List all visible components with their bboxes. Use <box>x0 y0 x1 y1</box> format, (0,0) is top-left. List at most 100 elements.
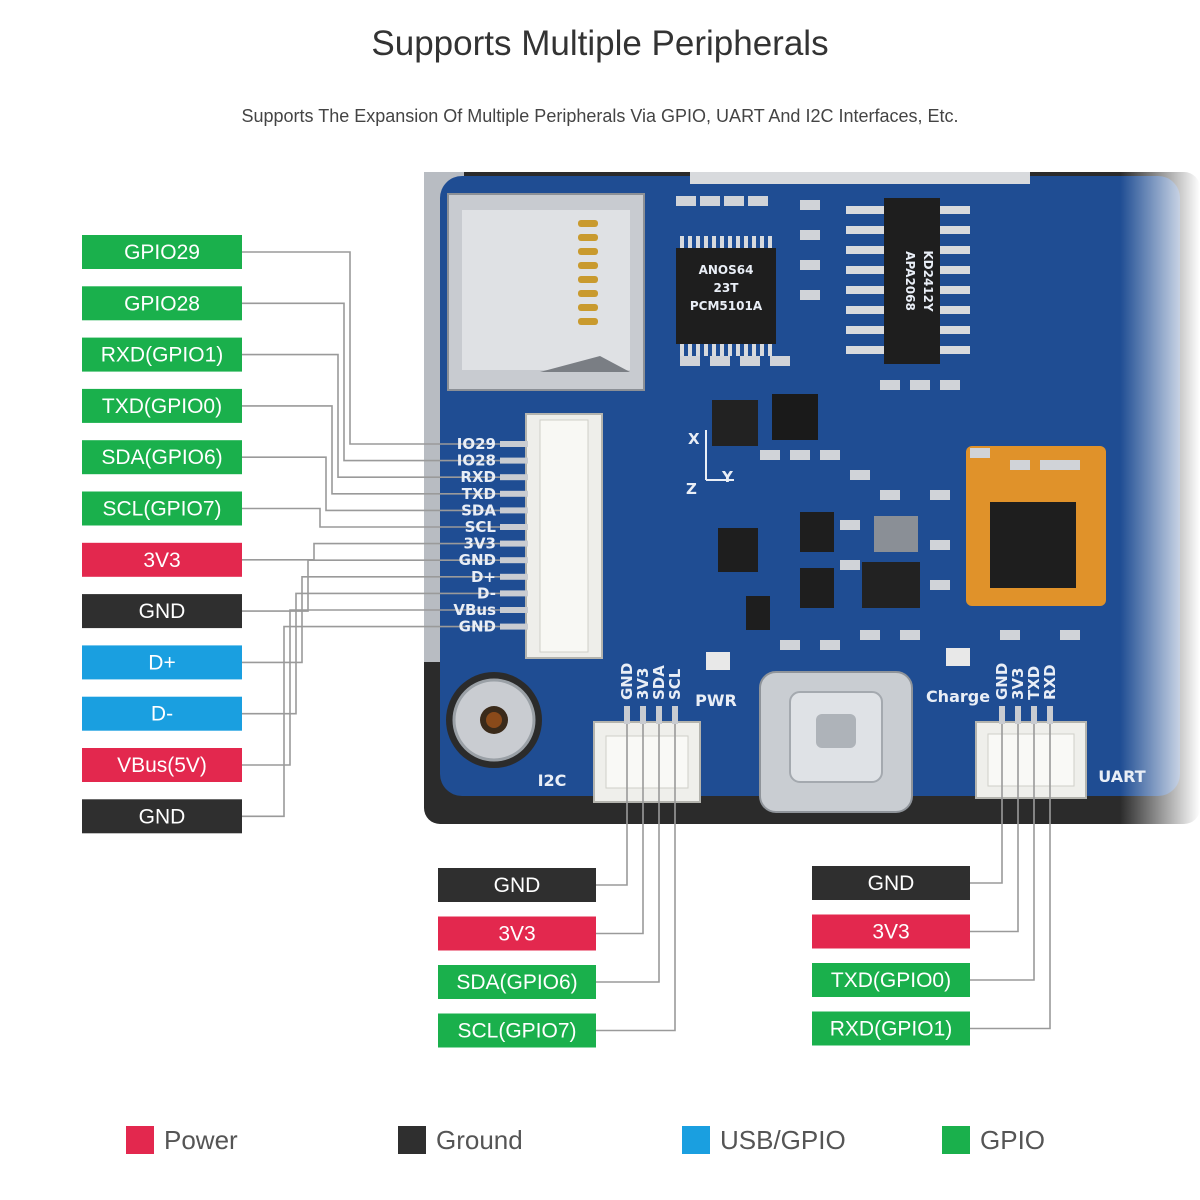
axis-z-label: Z <box>686 480 697 498</box>
charge-label: Charge <box>926 687 990 706</box>
chip-pin <box>940 266 970 274</box>
left-label-12-box <box>82 799 242 834</box>
chip-pin <box>940 246 970 254</box>
i2c-connector <box>593 721 701 803</box>
legend-ground-label: Ground <box>436 1124 523 1155</box>
sot-chip-3 <box>800 568 834 608</box>
chip-pin <box>688 236 692 248</box>
chip-pin <box>712 236 716 248</box>
smd-part <box>700 196 720 206</box>
wire-left-10 <box>242 592 500 715</box>
legend-gpio-label: GPIO <box>980 1124 1046 1155</box>
header-pin-label-8: GND <box>459 551 496 569</box>
pmic-chip <box>862 562 920 608</box>
i2c-label-3: SDA(GPIO6) <box>438 965 596 999</box>
chip-pin <box>846 326 884 334</box>
legend-ground-swatch <box>398 1126 426 1154</box>
chip-pin <box>712 344 716 356</box>
left-label-3: RXD(GPIO1) <box>82 337 242 372</box>
smd-part <box>790 450 810 460</box>
page-title: Supports Multiple Peripherals <box>371 24 829 63</box>
legend-usb-gpio-swatch <box>682 1126 710 1154</box>
chip-pin <box>846 266 884 274</box>
left-label-1-text: GPIO29 <box>124 241 200 264</box>
wire-left-1 <box>242 251 500 445</box>
left-label-4-box <box>82 388 242 423</box>
wire-i2c-1 <box>596 714 628 886</box>
header-pin-6 <box>500 524 528 530</box>
smd-part <box>724 196 744 206</box>
i2c-pin-label-4: SCL <box>666 668 684 700</box>
wire-left-5 <box>242 456 500 512</box>
wire-left-11 <box>242 609 500 766</box>
header-pin-8 <box>500 557 528 564</box>
smd-part <box>800 290 820 300</box>
header-pin-4 <box>500 490 528 497</box>
left-label-7-text: 3V3 <box>143 549 180 572</box>
uart-label-2: 3V3 <box>812 914 970 949</box>
smd-part <box>970 448 990 458</box>
left-label-8-text: GND <box>139 600 186 623</box>
uart-pin-label-3: TXD <box>1025 666 1043 700</box>
left-label-12-text: GND <box>139 805 186 828</box>
header-pin-label-3: RXD <box>460 468 496 486</box>
i2c-label-1: GND <box>438 868 596 902</box>
left-label-11: VBus(5V) <box>82 748 242 782</box>
smd-part <box>1010 460 1030 470</box>
uart-label-4-box <box>812 1011 970 1046</box>
header-pin-label-12: GND <box>459 618 496 636</box>
diode <box>746 596 770 630</box>
i2c-label-3-text: SDA(GPIO6) <box>456 971 577 994</box>
uart-pin-label-1: GND <box>993 663 1011 700</box>
chip-pin <box>680 236 684 248</box>
chip-pin <box>940 306 970 314</box>
smd-part <box>770 356 790 366</box>
chip-pin <box>760 344 764 356</box>
usb-c-connector <box>759 671 913 813</box>
i2c-name: I2C <box>538 771 567 790</box>
sot-chip-2 <box>800 512 834 552</box>
header-pin-5 <box>500 507 528 514</box>
smd-part <box>860 630 880 640</box>
chip-pin <box>688 344 692 356</box>
left-label-9: D+ <box>82 645 242 680</box>
smd-part <box>900 630 920 640</box>
legend-power-swatch <box>126 1126 154 1154</box>
smd-part <box>676 196 696 206</box>
chip-pin <box>704 344 708 356</box>
smd-part <box>930 490 950 500</box>
i2c-label-4-text: SCL(GPIO7) <box>457 1020 576 1043</box>
chip-pin <box>728 236 732 248</box>
legend-gpio-swatch <box>942 1126 970 1154</box>
wire-left-6 <box>242 507 500 528</box>
i2c-pin-1 <box>624 706 630 724</box>
smd-part <box>740 356 760 366</box>
i2c-label-2: 3V3 <box>438 916 596 951</box>
smd-part <box>800 200 820 210</box>
chip-pin <box>940 326 970 334</box>
header-12pin <box>500 413 603 659</box>
uart-label-4-text: RXD(GPIO1) <box>830 1018 953 1041</box>
sd-contact <box>578 220 598 227</box>
legend-power-label: Power <box>164 1124 238 1155</box>
header-pin-label-6: SCL <box>465 518 497 536</box>
chip-pin <box>752 236 756 248</box>
legend-power: Power <box>126 1124 238 1156</box>
header-pin-10 <box>500 590 528 597</box>
uart-pin-4 <box>1047 706 1053 724</box>
left-label-9-box <box>82 645 242 680</box>
left-label-3-box <box>82 337 242 372</box>
chip-pin <box>940 226 970 234</box>
header-pin-7 <box>500 540 528 547</box>
uart-pin-label-2: 3V3 <box>1009 668 1027 700</box>
smd-part <box>840 520 860 530</box>
uart-pin-label-4: RXD <box>1041 664 1059 700</box>
left-label-6: SCL(GPIO7) <box>82 491 242 526</box>
left-label-1: GPIO29 <box>82 235 242 269</box>
pcb-top-strip <box>690 172 1030 184</box>
header-pin-label-7: 3V3 <box>464 535 496 553</box>
left-label-2: GPIO28 <box>82 286 242 321</box>
left-label-10: D- <box>82 696 242 731</box>
left-label-6-text: SCL(GPIO7) <box>102 498 221 521</box>
left-label-7: 3V3 <box>82 542 242 577</box>
